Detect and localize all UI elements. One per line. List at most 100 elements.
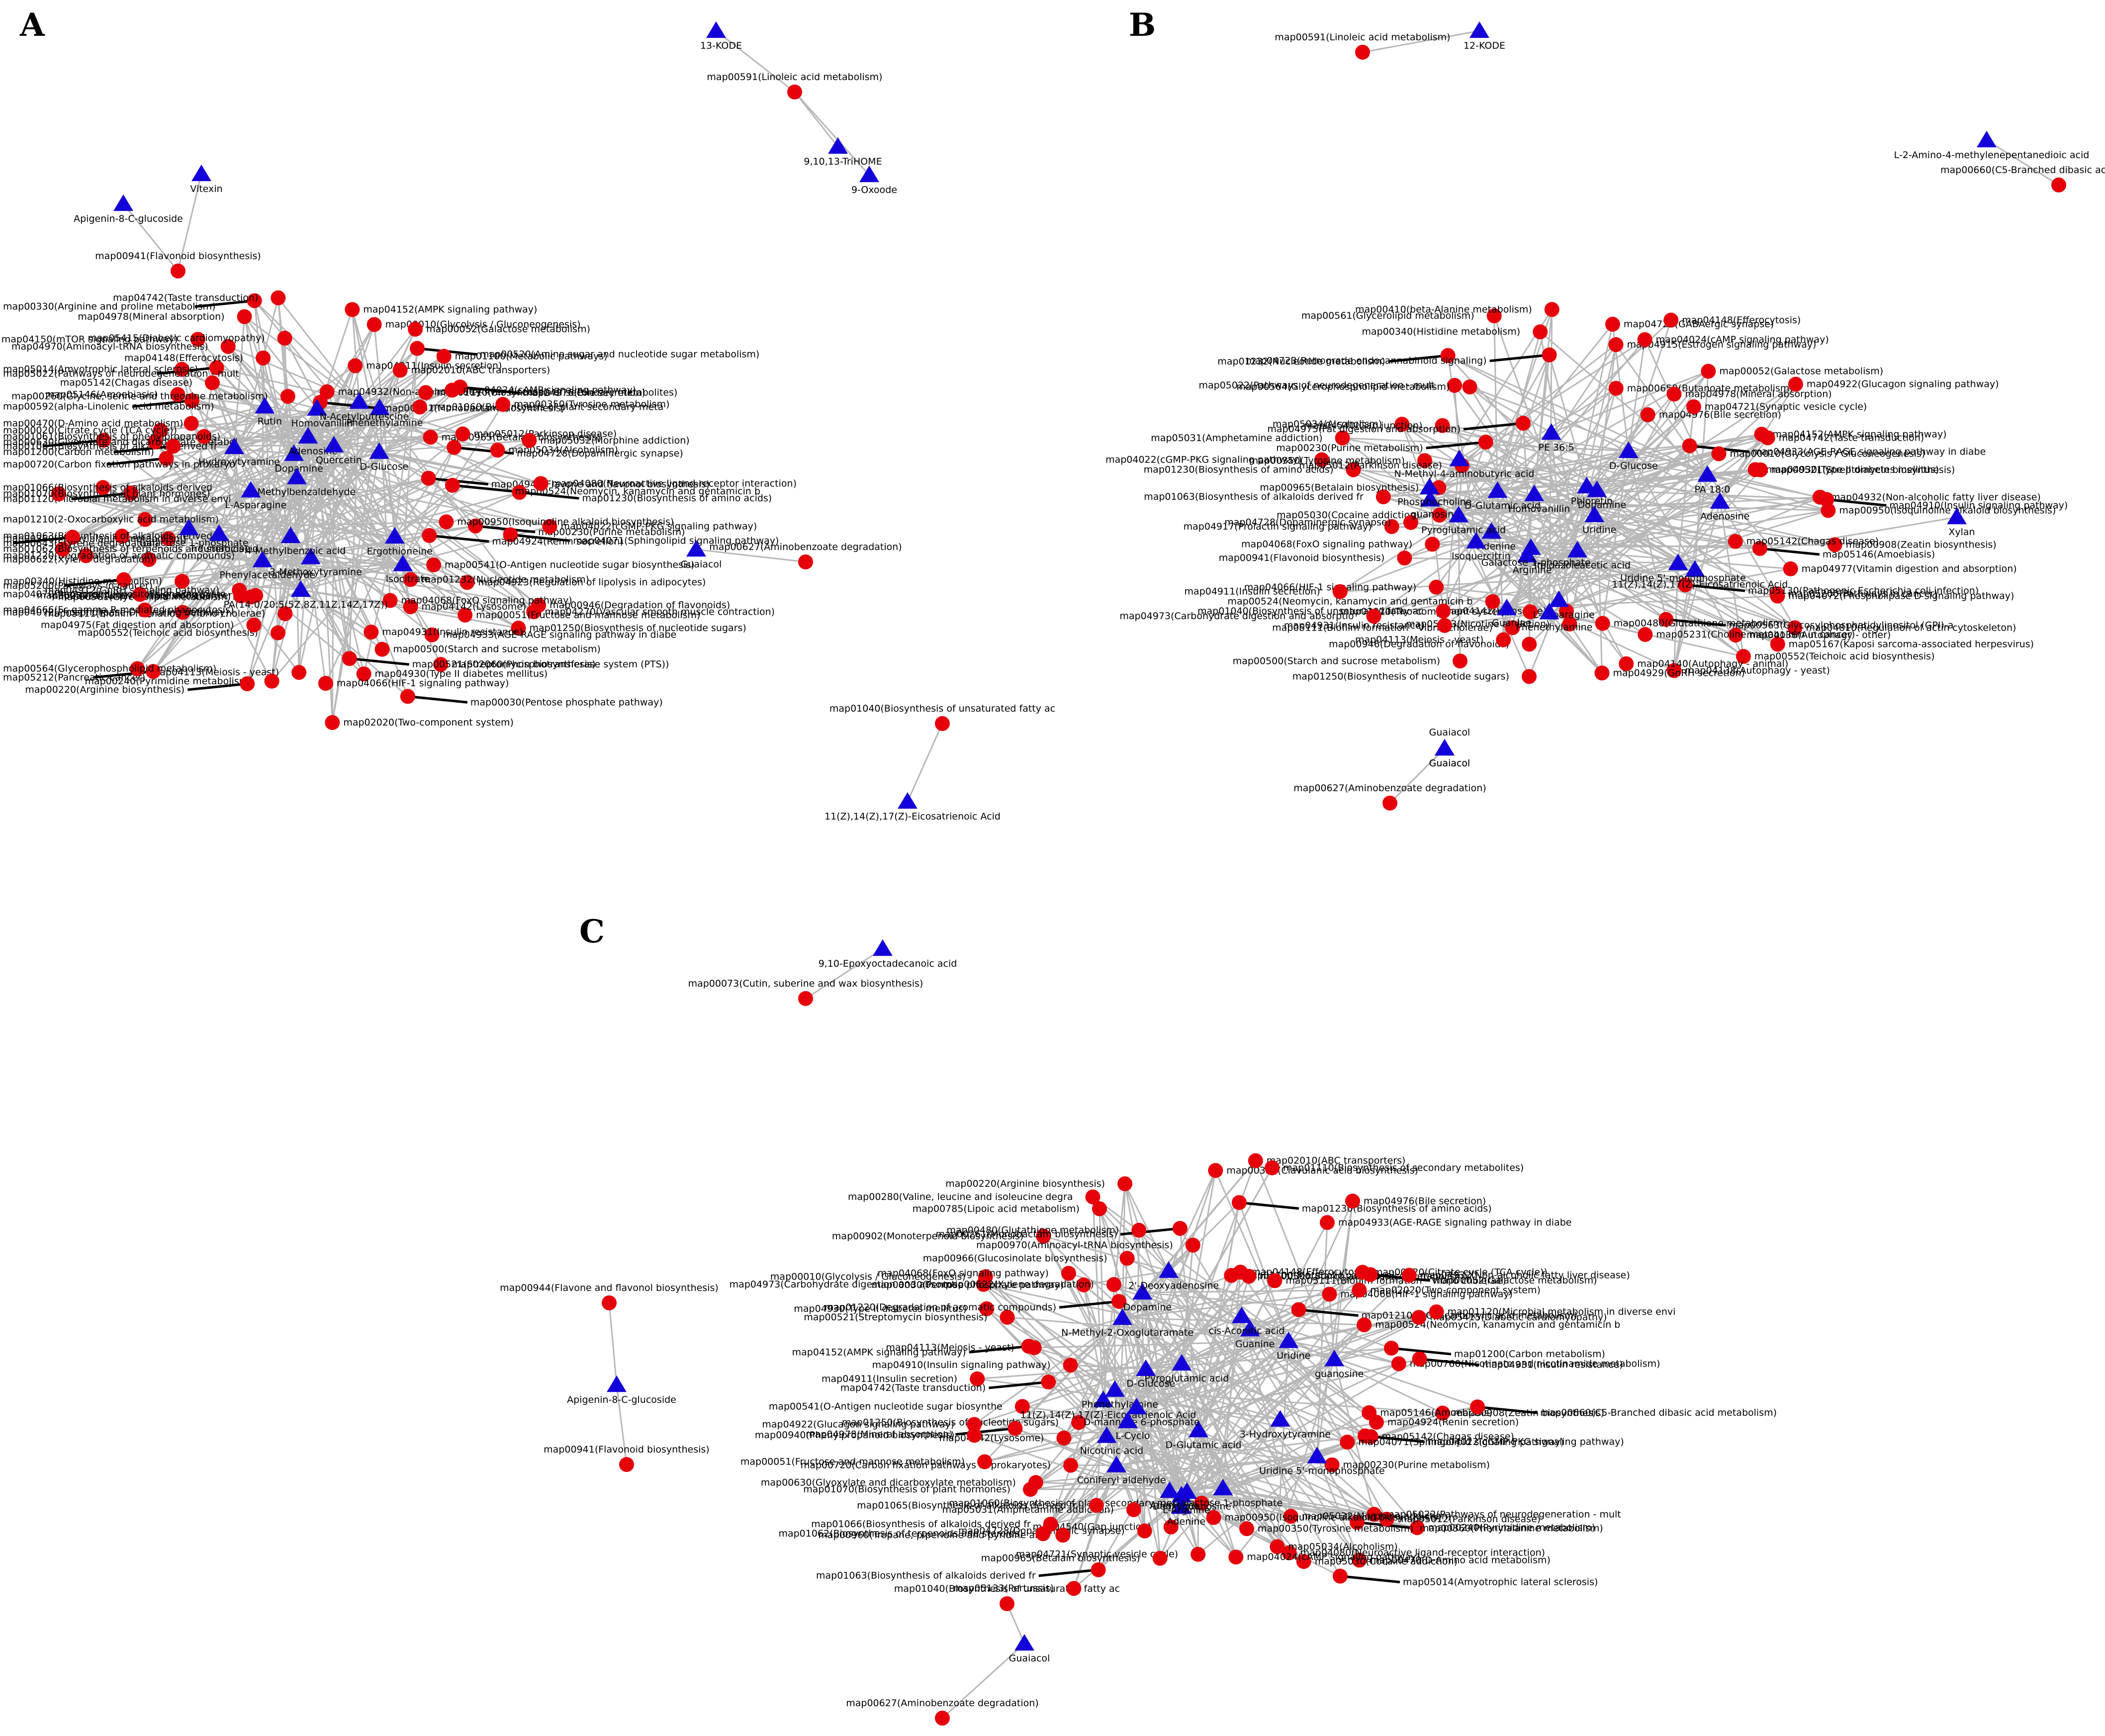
compound-node-n-methyl-4-aminobutyric-acid (1449, 450, 1469, 466)
edge (1122, 1293, 1330, 1319)
compound-label: Apigenin-8-C-glucoside (567, 1394, 676, 1405)
pathway-node-map00785-lipoic-acid-metabolism (1092, 1201, 1107, 1216)
compound-label: 11(Z),14(Z),17(Z)-Eicosatrienoic Acid (1020, 1410, 1196, 1421)
compound-node-quercetin (324, 436, 344, 453)
pathway-node-map04142-lysosome (1056, 1430, 1072, 1446)
pathway-node-map04270-vascular-smooth-muscle-contraction (526, 604, 542, 620)
compound-label: Ergothioneine (367, 546, 433, 557)
compound-label: Isoquercitrin (1452, 551, 1511, 562)
pathway-label: map04910(Insulin signaling pathway) (872, 1360, 1051, 1371)
compound-node-12-kode (1469, 21, 1489, 38)
pathway-node-map04929-gnrh-secretion (1594, 665, 1610, 681)
compound-node-dopamine (1132, 1283, 1153, 1300)
edge (986, 1308, 1171, 1492)
pathway-node-map05133-pertussis (1066, 1581, 1082, 1596)
edge (1181, 1358, 1420, 1496)
pathway-node-map00591-linoleic-acid-metabolism (1355, 45, 1370, 60)
pathway-label: map01230(Biosynthesis of amino acids) (1144, 464, 1334, 475)
compound-node-phenylacetaldehyde (252, 550, 273, 567)
pathway-label: map02020(Two-component system) (343, 717, 514, 728)
pathway-node-map00720-carbon-fixation-pathways-in-prokaryo (159, 451, 174, 466)
edge (941, 1643, 1025, 1719)
pathway-label: map00280(Valine, leucine and isoleucine … (848, 1191, 1073, 1202)
pathway-label: map04930(Type II diabetes mellitus) (375, 668, 548, 679)
edge (1373, 516, 1957, 617)
edge (1122, 1274, 1371, 1319)
leader-line (1370, 1273, 1430, 1282)
edge (974, 1434, 1182, 1508)
pathway-node-map04933-age-rage-signaling-pathway-in-diabe (1319, 1215, 1335, 1230)
pathway-label: map04142(Lysosome) (939, 1433, 1044, 1444)
pathway-node-map00052-galactose-metabolism (1363, 1267, 1378, 1282)
pathway-node-map00965-betalain-biosynthesis (1152, 1551, 1168, 1566)
leader-line (1059, 1300, 1119, 1309)
edge (394, 348, 418, 537)
edge (1493, 316, 1498, 491)
pathway-node-map04915-estrogen-signaling-pathway (1608, 337, 1624, 352)
pathway-node-map00051-fructose-and-mannose-metabolism (458, 607, 473, 623)
compound-label: Phenethylamine (1516, 622, 1592, 633)
pathway-label: map05111(Biofilm formation - Vibrio chol… (1285, 1275, 1506, 1286)
pathway-node-map04931-insulin-resistance (1437, 618, 1453, 633)
pathway-node-map05167-kaposi-sarcoma-associated-herpesvirus (1770, 637, 1785, 652)
panel-a-network: A map00591(Linoleic acid metabolism)map0… (1, 6, 1055, 822)
pathway-label: map01061(Biosynthesis of phenylpropanoid… (3, 431, 220, 442)
pathway-node-map01063-biosynthesis-of-alkaloids-derived-fr (114, 529, 130, 544)
edge (1333, 1359, 1375, 1515)
pathway-label: map00966(Glucosinolate biosynthesis) (923, 1253, 1107, 1264)
edge (1558, 393, 1675, 601)
pathway-label: map01232(Nucleotide metabolism) (422, 574, 589, 585)
edge (218, 297, 279, 534)
pathway-label: map04933(AGE-RAGE signaling pathway in d… (1338, 1217, 1572, 1228)
pathway-node-map00521-streptomycin-biosynthesis (1000, 1309, 1015, 1325)
compound-label: Uridine (1582, 525, 1616, 536)
pathway-node-map00340-histidine-metabolism (175, 573, 190, 589)
leader-line (106, 457, 167, 466)
edge (316, 408, 511, 536)
pathway-label: map00908(Zeatin biosynthesis) (1846, 539, 1997, 550)
pathway-label: map05022(Pathways of neurodegeneration -… (3, 368, 239, 379)
compound-label: PA(14:0/20:5(5Z,8Z,11Z,14Z,17Z)) (224, 599, 388, 610)
pathway-node-map05146-amoebiasis (1752, 541, 1767, 556)
pathway-label: map01200(Carbon metabolism) (3, 447, 154, 457)
compound-node-rutin (255, 397, 275, 414)
pathway-node-map00230-purine-metabolism (468, 518, 483, 534)
edge (300, 491, 520, 591)
edge (177, 174, 202, 272)
edge (188, 382, 213, 529)
pathway-label: map04978(Mineral absorption) (1685, 388, 1832, 399)
pathway-label: map04973(Carbohydrate digestion and abso… (1119, 611, 1354, 622)
compound-label: Adenosine (1700, 511, 1749, 522)
pathway-label: map04723(Retrograde endocannabinoid sign… (1246, 356, 1487, 366)
compound-node-11-z-14-z-17-z-eicosatrienoic-acid (1093, 1390, 1113, 1407)
edge (1362, 30, 1480, 53)
edge (359, 348, 418, 402)
pathway-label: map01062(Biosynthesis of terpenoids and … (778, 1528, 1023, 1539)
pathway-label: map00524(Neomycin, kanamycin and gentami… (1375, 1319, 1620, 1330)
compound-node-nicotinic-acid (1097, 1426, 1117, 1443)
edge (1628, 450, 1827, 500)
pathway-label: map00760(Nicotinate and nicotinamide met… (1410, 1358, 1660, 1369)
leader-line (475, 525, 536, 534)
edge (985, 1276, 1188, 1492)
pathway-label: map01250(Biosynthesis of nucleotide suga… (530, 623, 746, 634)
pathway-label: map01060(Biosynthesis of plant secondary… (431, 402, 663, 413)
compound-node-pa-18-0 (1697, 465, 1718, 482)
pathway-label: map00350(Tyrosine metabolism) (514, 399, 669, 410)
pathway-label: map00592(alpha-Linolenic acid metabolism… (3, 401, 214, 412)
edge (140, 556, 311, 595)
pathway-label: map00941(Flavonoid biosynthesis) (544, 1444, 710, 1455)
leader-line (1388, 354, 1448, 363)
compound-node-d-glucose (1136, 1359, 1156, 1376)
edge (149, 556, 311, 560)
pathway-label: map04924(Renin secretion) (492, 536, 623, 547)
pathway-label: map00261(Monobactam biosynthesis) (383, 403, 564, 414)
pathway-node-map01060-biosynthesis-of-plant-secondary-meta (1194, 1495, 1209, 1511)
pathway-node-map02020-two-component-system (1352, 1282, 1367, 1298)
pathway-label: map00630(Glyoxylate and dicarboxylate me… (761, 1477, 1016, 1488)
pathway-label: map05032(Morphine addiction) (540, 435, 689, 446)
pathway-label: map05031(Amphetamine addiction) (1151, 433, 1322, 444)
pathway-node-map00592-alpha-linolenic-acid-metabolism (184, 393, 199, 408)
pathway-node-map00552-teichoic-acid-biosynthesis (271, 625, 286, 640)
edge (1342, 437, 1597, 491)
